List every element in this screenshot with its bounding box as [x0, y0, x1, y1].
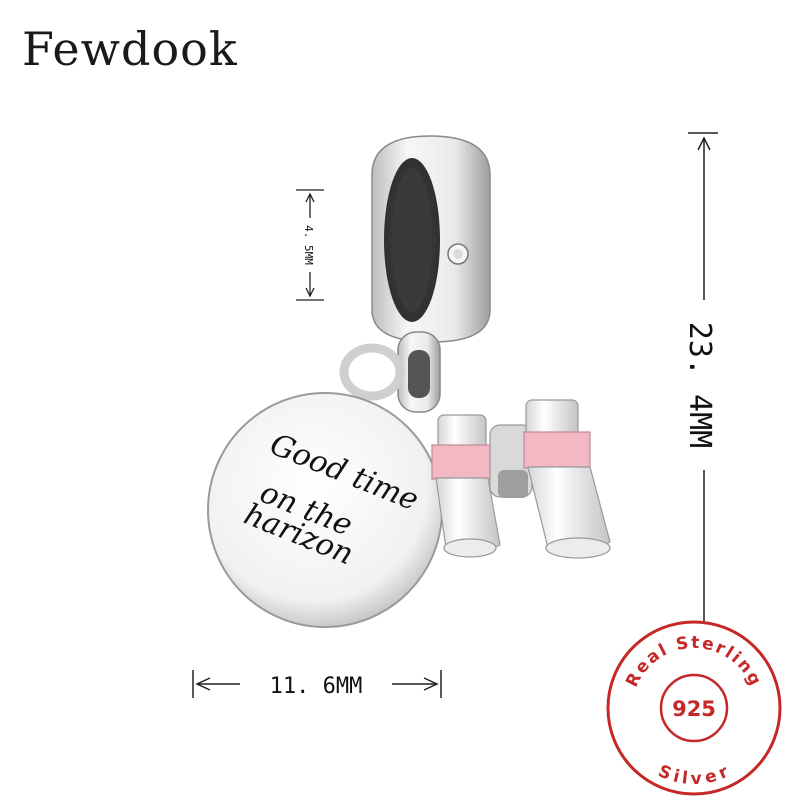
- bail-dimension: 4. 5MM: [296, 189, 324, 301]
- binoculars-charm: [431, 399, 611, 559]
- height-dimension: 23. 4MM: [682, 132, 718, 687]
- badge-center: 925: [672, 697, 716, 721]
- bail-ring: [371, 135, 491, 343]
- height-label: 23. 4MM: [682, 322, 717, 448]
- enamel-band-left: [431, 444, 493, 480]
- width-label: 11. 6MM: [270, 674, 363, 699]
- bail-label: 4. 5MM: [302, 225, 315, 265]
- enamel-band-right: [523, 431, 591, 469]
- width-dimension: 11. 6MM: [192, 670, 442, 699]
- engraved-disc: Good time on the harizon: [207, 392, 443, 628]
- small-jump-ring: [339, 343, 405, 401]
- sterling-silver-badge: Real Sterling 925 Silver: [606, 620, 782, 796]
- brand-name: Fewdook: [22, 22, 238, 76]
- connector-loop: [397, 331, 441, 413]
